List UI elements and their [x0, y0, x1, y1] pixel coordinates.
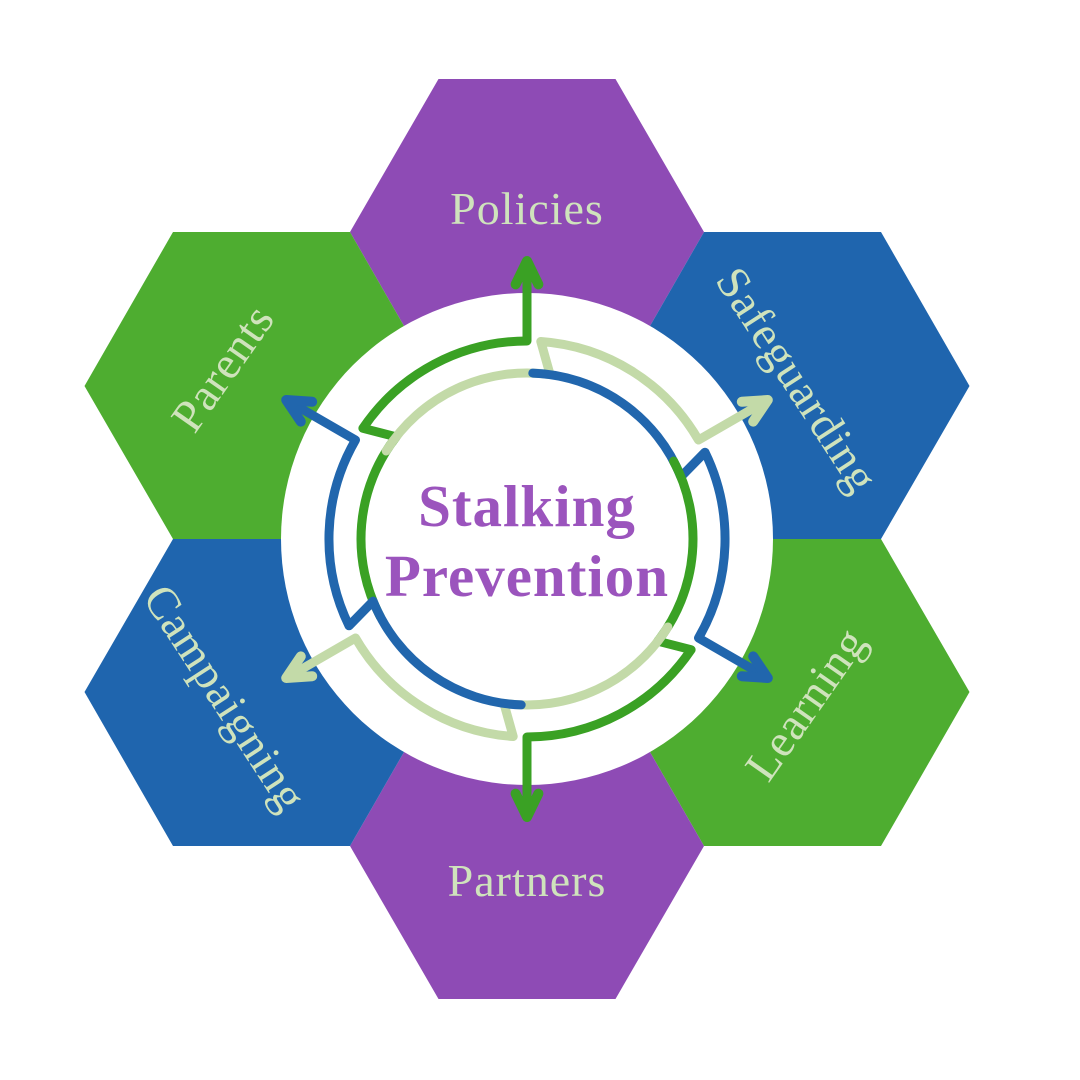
label-policies: Policies: [450, 183, 604, 234]
wheel-arm-policies: [356, 263, 532, 622]
label-partners: Partners: [448, 855, 607, 906]
arrowhead-safeguarding: [736, 395, 773, 427]
center-title: Stalking Prevention: [385, 473, 669, 609]
arrowhead-parents: [281, 395, 318, 427]
hexagon-policies: [350, 79, 704, 386]
hexagon-partners: [350, 692, 704, 999]
center-title-line1: Stalking: [418, 473, 636, 539]
wheel-arms: [281, 256, 773, 822]
arrowhead-partners: [510, 788, 544, 822]
arrowhead-learning: [736, 651, 773, 683]
arrowhead-campaigning: [281, 651, 318, 683]
wheel-arm-partners: [522, 456, 698, 815]
wheel-arm-parents: [287, 399, 526, 710]
center-title-line2: Prevention: [385, 543, 669, 609]
arrowhead-policies: [510, 256, 544, 290]
center-circle: [281, 293, 773, 785]
wheel-arm-campaigning: [287, 622, 673, 741]
wheel-arm-safeguarding: [381, 337, 767, 456]
wheel-arm-learning: [528, 368, 767, 679]
